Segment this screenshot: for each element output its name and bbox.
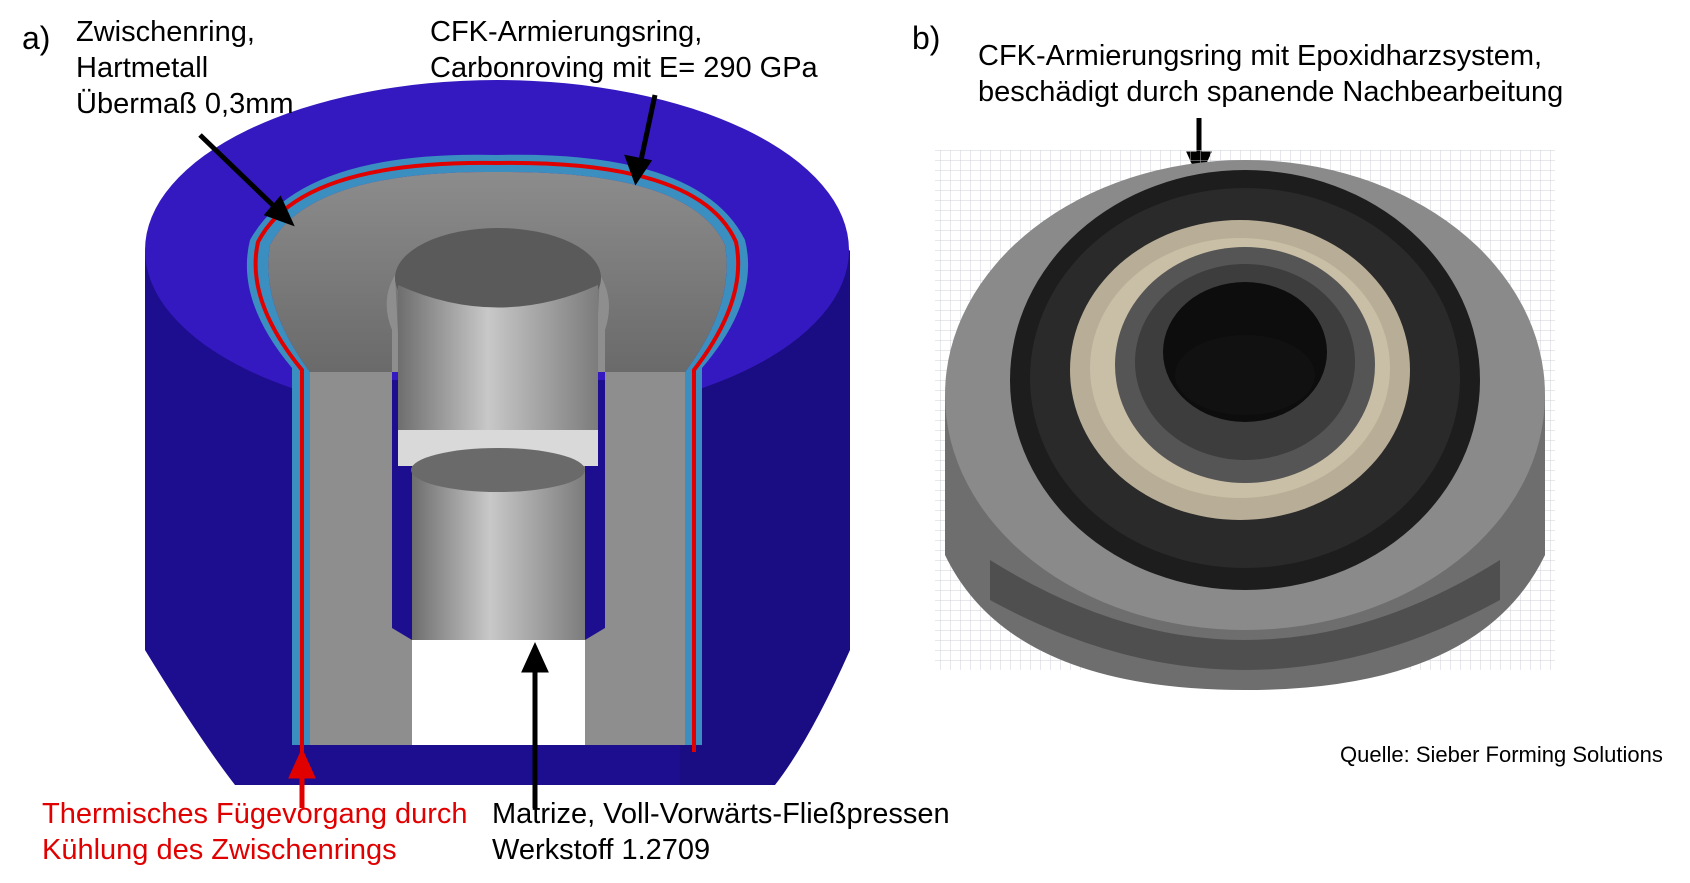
- label-zwischenring-line3: Übermaß 0,3mm: [76, 88, 294, 120]
- label-zwischenring: Zwischenring, Hartmetall Übermaß 0,3mm: [76, 14, 294, 122]
- label-thermisch-line1: Thermisches Fügevorgang durch: [42, 798, 468, 830]
- source-credit: Quelle: Sieber Forming Solutions: [1340, 742, 1663, 767]
- panel-a-tag: a): [22, 20, 51, 56]
- label-zwischenring-line1: Zwischenring,: [76, 16, 255, 48]
- die-cut-face-right: [585, 275, 685, 745]
- label-thermisch-line2: Kühlung des Zwischenrings: [42, 834, 397, 866]
- die-cutaway-diagram: [145, 80, 1212, 808]
- label-caption-b-line1: CFK-Armierungsring mit Epoxidharzsystem,: [978, 40, 1543, 72]
- label-matrize-line2: Werkstoff 1.2709: [492, 834, 711, 866]
- label-thermisch: Thermisches Fügevorgang durch Kühlung de…: [42, 796, 468, 868]
- panel-b-tag: b): [912, 20, 941, 56]
- bore-lower: [412, 466, 585, 640]
- label-matrize-line1: Matrize, Voll-Vorwärts-Fließpressen: [492, 798, 950, 830]
- label-zwischenring-line2: Hartmetall: [76, 52, 209, 84]
- ring-photo: [935, 150, 1555, 690]
- label-armierungsring-line1: CFK-Armierungsring,: [430, 16, 703, 48]
- label-armierungsring-line2: Carbonroving mit E= 290 GPa: [430, 52, 818, 84]
- intermediate-ring: [246, 154, 749, 746]
- outer-ring-side-right: [680, 250, 850, 785]
- label-armierungsring: CFK-Armierungsring, Carbonroving mit E= …: [430, 14, 818, 86]
- joint-line: [253, 160, 741, 752]
- label-matrize: Matrize, Voll-Vorwärts-Fließpressen Werk…: [492, 796, 950, 868]
- label-caption-b: CFK-Armierungsring mit Epoxidharzsystem,…: [978, 38, 1563, 110]
- die-cut-face-left: [310, 275, 412, 745]
- bore-upper: [398, 285, 598, 445]
- label-caption-b-line2: beschädigt durch spanende Nachbearbeitun…: [978, 76, 1564, 108]
